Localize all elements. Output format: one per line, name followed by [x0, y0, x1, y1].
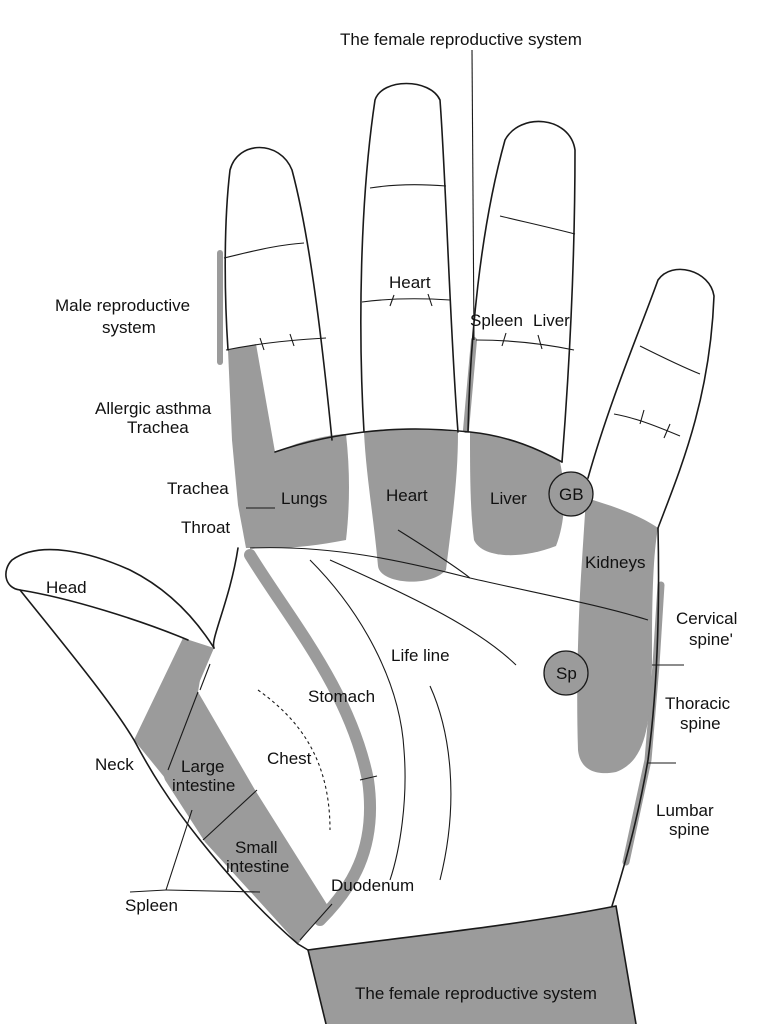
intestine-divider	[202, 789, 258, 841]
label-thoracic-2: spine	[680, 714, 721, 733]
middle-finger	[360, 82, 459, 433]
zone-heart	[364, 428, 458, 582]
spleen-pointer-2	[165, 889, 261, 893]
zone-stomach	[244, 549, 377, 926]
zone-kidneys	[577, 498, 658, 774]
zone-neck	[134, 638, 214, 778]
heart-diag-line	[397, 529, 471, 579]
label-cervical-1: Cervical	[676, 609, 737, 628]
intestine-edge	[167, 691, 199, 771]
label-spleen-finger: Spleen	[470, 311, 523, 330]
label-large-int-1: Large	[181, 757, 224, 776]
shaded-zones	[134, 250, 665, 1024]
label-thoracic-1: Thoracic	[665, 694, 731, 713]
label-male-repro-2: system	[102, 318, 156, 337]
palm-left-edge	[212, 547, 239, 649]
label-head: Head	[46, 578, 87, 597]
wrist-left	[307, 949, 327, 1024]
zone-liver	[470, 432, 565, 556]
label-chest: Chest	[267, 749, 312, 768]
label-gb: GB	[559, 485, 584, 504]
thumb-outline	[5, 548, 215, 649]
label-duodenum: Duodenum	[331, 876, 414, 895]
neck-break	[199, 663, 211, 691]
label-female-top: The female reproductive system	[340, 30, 582, 49]
finger-base-line	[274, 428, 563, 463]
palm-line-2	[329, 559, 517, 666]
label-spleen-thumb: Spleen	[125, 896, 178, 915]
zone-wrist-female	[308, 906, 636, 1024]
palm-lines	[129, 49, 684, 941]
thumb-lower	[19, 589, 309, 951]
wrist-top	[307, 905, 617, 951]
zone-trachea	[228, 344, 275, 548]
stomach-tick	[359, 775, 378, 781]
label-neck: Neck	[95, 755, 134, 774]
finger-joints	[223, 184, 701, 439]
gallbladder-marker	[548, 471, 594, 517]
label-lumbar-1: Lumbar	[656, 801, 714, 820]
little-finger	[587, 268, 715, 529]
label-liver-finger: Liver	[533, 311, 570, 330]
label-sp: Sp	[556, 664, 577, 683]
index-finger	[224, 146, 333, 441]
label-life-line: Life line	[391, 646, 450, 665]
wrist-right	[615, 905, 637, 1024]
label-trachea-upper: Trachea	[127, 418, 189, 437]
zone-lungs	[275, 434, 349, 548]
duodenum-tick	[299, 903, 333, 941]
female-pointer	[471, 49, 475, 341]
chest-dotted-line	[257, 689, 331, 831]
label-allergic-asthma: Allergic asthma	[95, 399, 212, 418]
label-lumbar-2: spine	[669, 820, 710, 839]
label-cervical-2: spine'	[689, 630, 733, 649]
life-line	[309, 559, 406, 881]
label-small-int-1: Small	[235, 838, 278, 857]
spleen-pointer-3	[129, 889, 167, 893]
zone-intestines	[150, 640, 328, 944]
spleen-marker	[543, 650, 589, 696]
labels: The female reproductive system Male repr…	[46, 30, 737, 1003]
ring-finger	[467, 120, 576, 463]
label-male-repro-1: Male reproductive	[55, 296, 190, 315]
label-trachea: Trachea	[167, 479, 229, 498]
label-lungs: Lungs	[281, 489, 327, 508]
label-small-int-2: intestine	[226, 857, 289, 876]
palm-right-edge	[611, 527, 660, 907]
spleen-pointer-1	[165, 809, 193, 891]
label-heart-finger: Heart	[389, 273, 431, 292]
hand-outline	[5, 82, 715, 1024]
label-throat: Throat	[181, 518, 230, 537]
label-kidneys: Kidneys	[585, 553, 645, 572]
palm-line-3	[429, 685, 452, 881]
label-female-bottom: The female reproductive system	[355, 984, 597, 1003]
label-heart-palm: Heart	[386, 486, 428, 505]
label-liver-palm: Liver	[490, 489, 527, 508]
label-stomach: Stomach	[308, 687, 375, 706]
label-large-int-2: intestine	[172, 776, 235, 795]
